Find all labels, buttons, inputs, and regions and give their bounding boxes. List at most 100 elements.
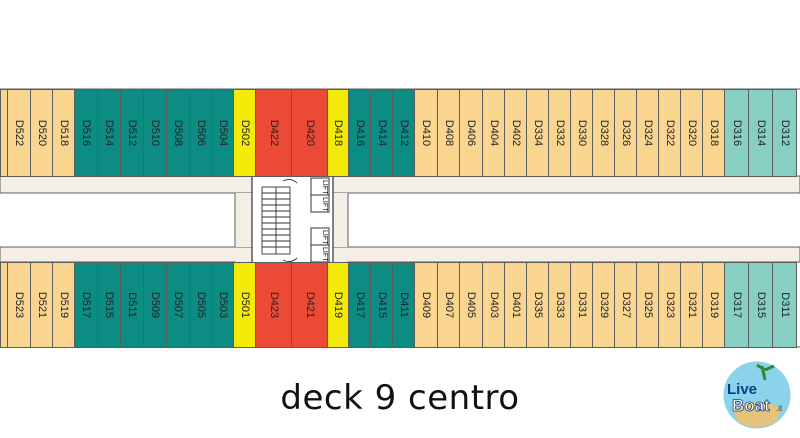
cabin-d519[interactable]: D519: [52, 262, 75, 348]
cabin-number: D518: [57, 119, 70, 147]
cabin-d421[interactable]: D421: [291, 262, 328, 348]
cabin-d320[interactable]: D320: [680, 89, 703, 177]
cabin-number: D319: [707, 291, 720, 319]
cabin-d503[interactable]: D503: [211, 262, 234, 348]
cabin-d416[interactable]: D416: [348, 89, 371, 177]
cabin-number: D321: [685, 291, 698, 319]
cabin-d510[interactable]: D510: [143, 89, 167, 177]
cabin-d312[interactable]: D312: [772, 89, 797, 177]
cabin-d502[interactable]: D502: [233, 89, 256, 177]
cabin-number: D522: [13, 119, 25, 147]
cabin-d517[interactable]: D517: [74, 262, 98, 348]
cabin-d406[interactable]: D406: [459, 89, 483, 177]
cabin-number: D521: [35, 291, 48, 319]
cabin-d407[interactable]: D407: [437, 262, 460, 348]
cabin-number: D330: [575, 119, 588, 147]
cabin-d509[interactable]: D509: [143, 262, 167, 348]
cabin-d405[interactable]: D405: [459, 262, 483, 348]
cabin-number: D332: [553, 119, 566, 147]
cabin-d523[interactable]: D523: [7, 262, 31, 348]
cabin-d335[interactable]: D335: [526, 262, 549, 348]
cabin-d328[interactable]: D328: [592, 89, 615, 177]
cabin-d316[interactable]: D316: [724, 89, 749, 177]
cabin-d521[interactable]: D521: [30, 262, 53, 348]
cabin-d408[interactable]: D408: [437, 89, 460, 177]
cabin-d415[interactable]: D415: [370, 262, 393, 348]
cabin-d409[interactable]: D409: [414, 262, 438, 348]
cabin-d322[interactable]: D322: [658, 89, 681, 177]
cabin-d403[interactable]: D403: [482, 262, 505, 348]
cabin-number: D523: [13, 291, 25, 319]
cabin-d520[interactable]: D520: [30, 89, 53, 177]
cabin-number: D416: [353, 119, 366, 147]
cabin-d418[interactable]: D418: [327, 89, 349, 177]
cabin-number: D311: [778, 292, 791, 318]
cabin-number: D420: [303, 119, 316, 147]
cabin-d402[interactable]: D402: [504, 89, 527, 177]
cabin-number: D401: [509, 291, 522, 319]
cabin-number: D519: [57, 291, 70, 319]
cabin-d331[interactable]: D331: [570, 262, 593, 348]
cabin-d518[interactable]: D518: [52, 89, 75, 177]
cabin-number: D410: [420, 119, 432, 147]
cabin-d329[interactable]: D329: [592, 262, 615, 348]
cabin-d334[interactable]: D334: [526, 89, 549, 177]
cabin-d325[interactable]: D325: [636, 262, 659, 348]
cabin-d332[interactable]: D332: [548, 89, 571, 177]
cabin-number: D316: [730, 119, 743, 147]
cabin-number: D507: [172, 291, 184, 319]
cabin-d506[interactable]: D506: [189, 89, 212, 177]
cabin-d423[interactable]: D423: [255, 262, 292, 348]
cabin-d311[interactable]: D311: [772, 262, 797, 348]
cabin-d501[interactable]: D501: [233, 262, 256, 348]
cabin-d516[interactable]: D516: [74, 89, 98, 177]
cabin-d422[interactable]: D422: [255, 89, 292, 177]
deck-caption: deck 9 centro: [280, 378, 520, 418]
cabin-d330[interactable]: D330: [570, 89, 593, 177]
cabin-number: D423: [267, 291, 280, 319]
cabin-number: D508: [172, 119, 184, 147]
logo-text-live: Live: [727, 381, 757, 398]
cabin-number: D520: [35, 119, 48, 147]
cabin-d410[interactable]: D410: [414, 89, 438, 177]
cabin-d401[interactable]: D401: [504, 262, 527, 348]
cabin-number: D402: [509, 119, 522, 147]
cabin-d317[interactable]: D317: [724, 262, 749, 348]
cabin-d522[interactable]: D522: [7, 89, 31, 177]
cabin-d420[interactable]: D420: [291, 89, 328, 177]
cabin-d512[interactable]: D512: [120, 89, 144, 177]
cabin-d419[interactable]: D419: [327, 262, 349, 348]
cabin-d504[interactable]: D504: [211, 89, 234, 177]
lift-label: LIFT: [321, 247, 328, 262]
cabin-d508[interactable]: D508: [166, 89, 190, 177]
lift-label: LIFT: [321, 230, 328, 245]
cabin-d315[interactable]: D315: [748, 262, 773, 348]
cabin-number: D331: [575, 291, 588, 319]
cabin-d326[interactable]: D326: [614, 89, 637, 177]
cabin-d417[interactable]: D417: [348, 262, 371, 348]
cabin-d333[interactable]: D333: [548, 262, 571, 348]
cabin-d321[interactable]: D321: [680, 262, 703, 348]
cabin-number: D322: [663, 119, 676, 147]
cabin-d314[interactable]: D314: [748, 89, 773, 177]
lift-label: LIFT: [321, 180, 328, 195]
cabin-d318[interactable]: D318: [702, 89, 725, 177]
cabin-d515[interactable]: D515: [97, 262, 121, 348]
cabin-d507[interactable]: D507: [166, 262, 190, 348]
lift-label: LIFT: [321, 197, 328, 212]
cabin-d324[interactable]: D324: [636, 89, 659, 177]
cabin-number: D323: [663, 291, 676, 319]
cabin-d319[interactable]: D319: [702, 262, 725, 348]
cabin-d412[interactable]: D412: [392, 89, 415, 177]
cabin-d505[interactable]: D505: [189, 262, 212, 348]
cabin-d514[interactable]: D514: [97, 89, 121, 177]
cabin-d327[interactable]: D327: [614, 262, 637, 348]
logo-text-suffix: .it: [776, 404, 783, 413]
cabin-d414[interactable]: D414: [370, 89, 393, 177]
cabin-number: D335: [531, 291, 544, 319]
cabin-d323[interactable]: D323: [658, 262, 681, 348]
cabin-d411[interactable]: D411: [392, 262, 415, 348]
cabin-d404[interactable]: D404: [482, 89, 505, 177]
cabin-d511[interactable]: D511: [120, 262, 144, 348]
